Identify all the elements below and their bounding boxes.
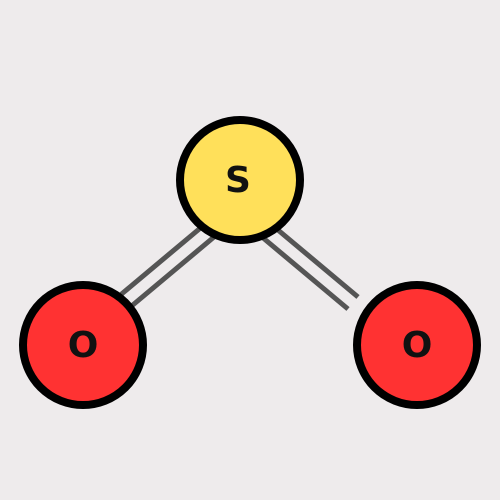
atom-oxygen-left-label: O xyxy=(68,325,99,366)
atom-oxygen-left: O xyxy=(19,281,147,409)
atom-oxygen-left-circle xyxy=(19,281,147,409)
atom-sulfur-circle xyxy=(176,116,304,244)
bond-line xyxy=(116,223,206,299)
atom-oxygen-right-circle xyxy=(353,281,481,409)
bond-line xyxy=(270,223,360,299)
atom-sulfur-label: S xyxy=(225,160,251,201)
bond-line xyxy=(126,235,216,311)
bond-line xyxy=(260,235,350,311)
atom-oxygen-right-label: O xyxy=(402,325,433,366)
atom-sulfur: S xyxy=(176,116,304,244)
bond-s-o2 xyxy=(260,223,360,311)
atom-oxygen-right: O xyxy=(353,281,481,409)
bond-s-o1 xyxy=(116,223,216,311)
